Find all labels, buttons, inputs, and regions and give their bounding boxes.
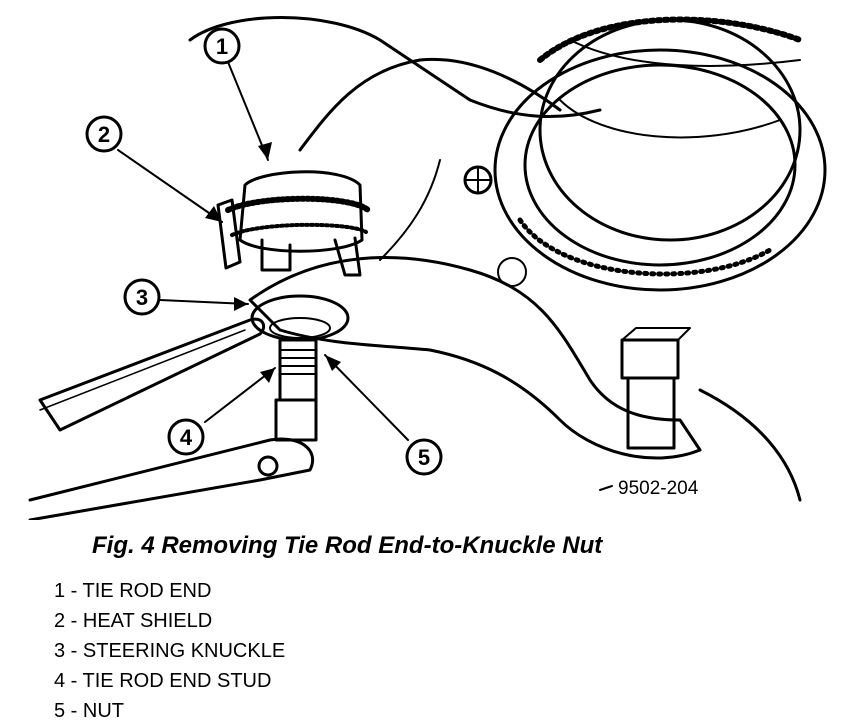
lower-ball-joint bbox=[620, 327, 802, 502]
leader-line-2 bbox=[117, 149, 223, 223]
legend-item-steering-knuckle: 3 - STEERING KNUCKLE bbox=[54, 640, 286, 662]
heat-shield-shape bbox=[216, 198, 362, 277]
callout-circle-3 bbox=[123, 278, 161, 316]
callout-legend: 1 - TIE ROD END 2 - HEAT SHIELD 3 - STEE… bbox=[54, 576, 285, 726]
hub-assembly bbox=[493, 16, 827, 292]
legend-item-heat-shield: 2 - HEAT SHIELD bbox=[54, 610, 213, 632]
diagram-illustration: 1 2 3 4 5 9502-204 bbox=[28, 16, 827, 520]
figure-code: 9502-204 bbox=[618, 478, 699, 499]
tie-rod bbox=[28, 437, 314, 520]
callout-circle-2 bbox=[85, 115, 123, 153]
leader-line-3 bbox=[159, 299, 249, 305]
figure-caption: Fig. 4 Removing Tie Rod End-to-Knuckle N… bbox=[92, 532, 603, 559]
callout-number-2: 2 bbox=[98, 122, 110, 147]
callout-number-1: 1 bbox=[216, 34, 228, 59]
leader-line-5 bbox=[324, 354, 409, 441]
callout-number-4: 4 bbox=[180, 425, 193, 450]
steering-knuckle-body bbox=[248, 256, 702, 460]
callout-circle-4 bbox=[167, 418, 205, 456]
callout-circle-1 bbox=[203, 27, 241, 65]
stud-and-nut bbox=[274, 338, 318, 442]
legend-item-nut: 5 - NUT bbox=[54, 700, 124, 722]
tie-rod-end-shape bbox=[225, 170, 371, 253]
legend-item-tie-rod-end-stud: 4 - TIE ROD END STUD bbox=[54, 670, 272, 692]
upper-control-arm bbox=[188, 16, 602, 152]
leader-line-4 bbox=[204, 367, 276, 423]
callout-number-3: 3 bbox=[136, 285, 148, 310]
leader-line-1 bbox=[227, 61, 269, 161]
callout-number-5: 5 bbox=[418, 445, 430, 470]
callout-circle-5 bbox=[405, 438, 443, 476]
legend-item-tie-rod-end: 1 - TIE ROD END bbox=[54, 580, 212, 602]
wrench bbox=[38, 317, 266, 432]
